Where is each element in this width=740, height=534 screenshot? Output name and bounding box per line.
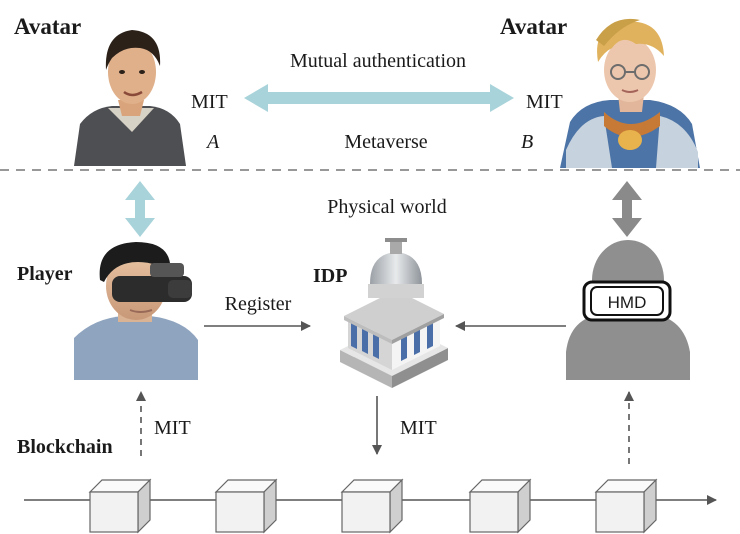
block-icon — [340, 478, 404, 534]
mit-left-label: MIT — [154, 417, 191, 439]
block-icon — [214, 478, 278, 534]
avatar-b-letter: B — [521, 131, 533, 153]
avatar-b-heading: Avatar — [500, 14, 567, 39]
player-photo — [74, 242, 198, 380]
avatar-b-illustration — [560, 18, 700, 168]
blockchain-label: Blockchain — [17, 436, 113, 458]
avatar-a-heading: Avatar — [14, 14, 81, 39]
idp-label: IDP — [313, 265, 347, 287]
physical-world-label: Physical world — [327, 196, 446, 218]
blockchain-blocks — [88, 478, 658, 534]
register-label: Register — [225, 293, 292, 315]
metaverse-label: Metaverse — [344, 131, 427, 153]
player-label: Player — [17, 263, 73, 285]
left-vertical-arrow — [125, 181, 155, 237]
mit-center-label: MIT — [400, 417, 437, 439]
avatar-a-illustration — [74, 30, 186, 166]
block-icon — [88, 478, 152, 534]
mutual-auth-arrow — [244, 84, 514, 112]
block-icon — [468, 478, 532, 534]
block-icon — [594, 478, 658, 534]
idp-building-icon — [340, 238, 448, 388]
hmd-user-icon — [566, 240, 690, 380]
mit-a-label: MIT — [191, 91, 228, 113]
mit-b-label: MIT — [526, 91, 563, 113]
right-vertical-arrow — [612, 181, 642, 237]
hmd-label: HMD — [608, 293, 647, 312]
mutual-auth-label: Mutual authentication — [290, 50, 466, 72]
avatar-a-letter: A — [205, 131, 220, 153]
